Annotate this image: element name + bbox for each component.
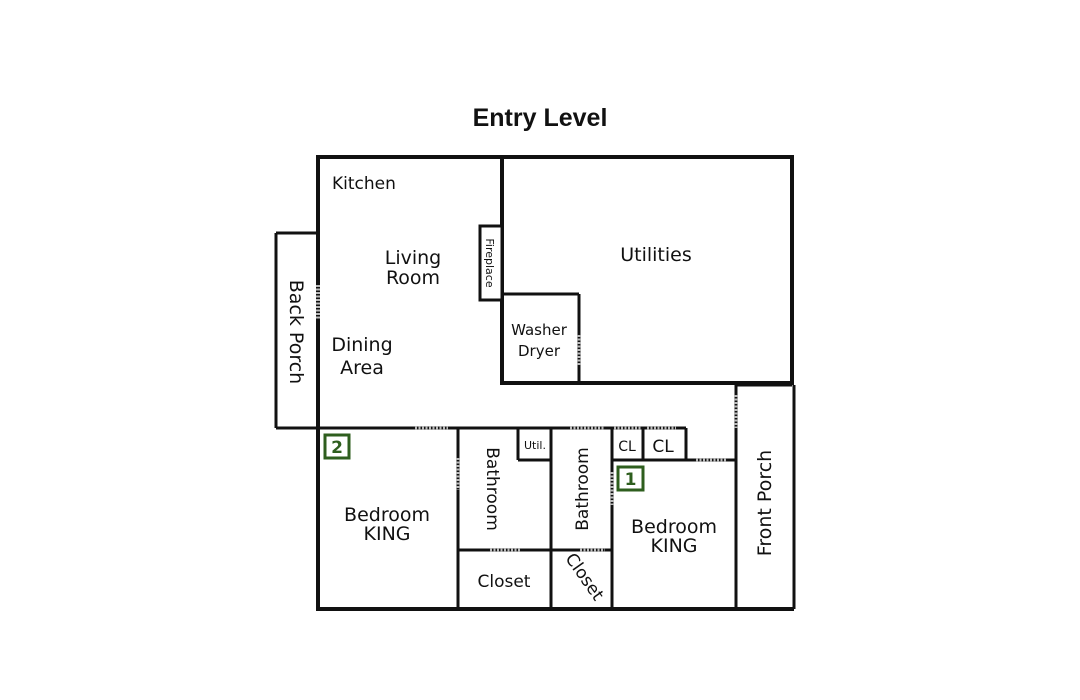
label-dining-1: Dining — [331, 334, 392, 356]
badge-bedroom-1: 1 — [616, 465, 645, 492]
label-bathroom-right: Bathroom — [573, 447, 593, 531]
label-bedroom1-2: KING — [651, 535, 698, 557]
label-living-2: Room — [386, 267, 440, 289]
label-back-porch: Back Porch — [285, 280, 307, 384]
label-util-small: Util. — [524, 439, 546, 452]
label-fireplace: Fireplace — [483, 238, 496, 287]
front-porch-walls — [734, 383, 796, 609]
label-closet-left: Closet — [478, 572, 531, 592]
label-washer: Washer — [511, 321, 568, 339]
label-front-porch: Front Porch — [754, 450, 776, 556]
label-dryer: Dryer — [518, 342, 561, 360]
badge-bedroom-1-text: 1 — [625, 470, 637, 490]
label-cl-2: CL — [652, 437, 674, 457]
badge-bedroom-2-text: 2 — [331, 438, 343, 458]
fireplace-box — [478, 224, 504, 302]
badge-bedroom-2: 2 — [323, 433, 351, 460]
label-bedroom2-1: Bedroom — [344, 504, 430, 526]
label-bathroom-left: Bathroom — [482, 447, 502, 531]
label-bedroom1-1: Bedroom — [631, 516, 717, 538]
label-utilities: Utilities — [620, 244, 692, 266]
label-bedroom2-2: KING — [364, 523, 411, 545]
back-porch-walls — [274, 231, 318, 430]
plan-title: Entry Level — [473, 104, 608, 132]
label-dining-2: Area — [340, 357, 384, 379]
label-kitchen: Kitchen — [332, 174, 396, 194]
label-closet-right: Closet — [561, 550, 608, 605]
door-openings — [316, 285, 738, 552]
label-living-1: Living — [385, 247, 442, 269]
label-cl-1: CL — [618, 439, 636, 455]
